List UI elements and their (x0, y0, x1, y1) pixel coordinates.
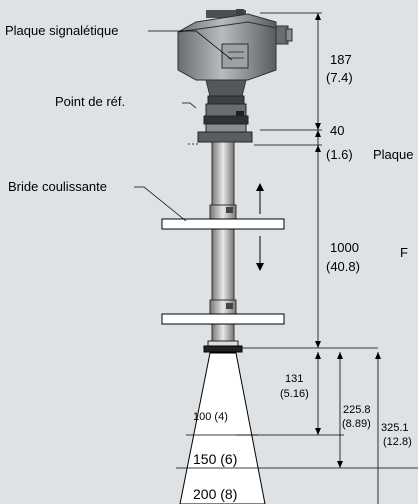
beam-c-dim-mm: 325.1 (381, 422, 409, 434)
collar-dim-mm: 40 (330, 123, 344, 138)
sliding-flange-upper (161, 218, 285, 230)
dimension-arrowheads (315, 13, 321, 348)
sliding-flange-lower (161, 313, 285, 325)
pipe-dim-mm: 1000 (330, 240, 359, 255)
beam-dimension-lines (317, 352, 379, 504)
reference-point-label: Point de réf. (55, 94, 125, 109)
housing-dim-in: (7.4) (326, 70, 353, 85)
arrow-down-icon (256, 263, 264, 271)
collar-dim-in: (1.6) (326, 147, 353, 162)
arrow-up-icon (256, 183, 264, 191)
pipe-dim-in: (40.8) (326, 259, 360, 274)
beam-width-3: 200 (8) (193, 486, 237, 502)
beam-a-dim-in: (5.16) (280, 388, 309, 400)
nameplate-label-clipped: Plaque (373, 147, 413, 162)
beam-a-dim-mm: 131 (285, 373, 303, 385)
dimension-lines (242, 12, 378, 349)
leader-lines (134, 30, 233, 222)
slide-arrows (256, 183, 264, 271)
clipped-label-f: F (400, 245, 408, 260)
nameplate-label: Plaque signalétique (5, 23, 118, 38)
antenna-pipe (161, 141, 285, 353)
sliding-flange-label: Bride coulissante (8, 179, 107, 194)
beam-b-dim-mm: 225.8 (343, 404, 371, 416)
process-connection (197, 131, 253, 143)
beam-dimension-arrowheads (315, 352, 381, 468)
beam-width-1: 100 (4) (193, 411, 228, 423)
beam-b-dim-in: (8.89) (342, 418, 371, 430)
nameplate-plate (221, 43, 249, 69)
beam-c-dim-in: (12.8) (383, 436, 412, 448)
housing-dim-mm: 187 (330, 52, 352, 67)
device-housing (177, 9, 293, 143)
beam-width-2: 150 (6) (193, 451, 237, 467)
